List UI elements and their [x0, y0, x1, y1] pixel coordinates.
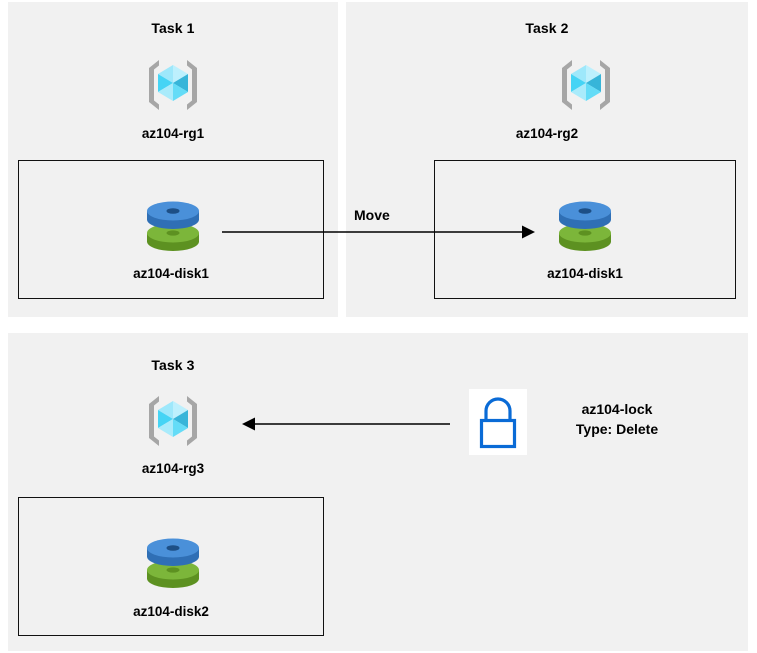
task1-resource-box	[18, 160, 324, 299]
task1-resource-group-label: az104-rg1	[141, 126, 205, 141]
task3-title: Task 3	[151, 357, 195, 373]
task2-resource-group-label: az104-rg2	[515, 126, 579, 141]
lock-arrow	[242, 414, 452, 434]
resource-group-icon	[556, 56, 616, 114]
task2-disk-label: az104-disk1	[547, 266, 623, 281]
managed-disk-icon	[142, 534, 204, 592]
task3-resource-box	[18, 497, 324, 636]
resource-group-icon	[143, 56, 203, 114]
task2-title: Task 2	[525, 20, 569, 36]
move-arrow	[222, 222, 538, 242]
managed-disk-icon	[554, 197, 616, 255]
lock-icon	[469, 389, 527, 455]
resource-group-icon	[143, 392, 203, 450]
panel-task2	[346, 2, 748, 317]
task1-title: Task 1	[151, 20, 195, 36]
task3-disk-label: az104-disk2	[133, 604, 209, 619]
panel-task1	[8, 2, 338, 317]
managed-disk-icon	[142, 197, 204, 255]
task1-disk-label: az104-disk1	[133, 266, 209, 281]
move-arrow-label: Move	[354, 207, 390, 223]
lock-name: az104-lock	[581, 401, 653, 417]
task2-resource-box	[434, 160, 736, 299]
task3-resource-group-label: az104-rg3	[141, 461, 205, 476]
lock-caption: az104-lock Type: Delete	[527, 399, 707, 439]
lock-type: Type: Delete	[575, 421, 659, 437]
panel-task3	[8, 333, 748, 651]
